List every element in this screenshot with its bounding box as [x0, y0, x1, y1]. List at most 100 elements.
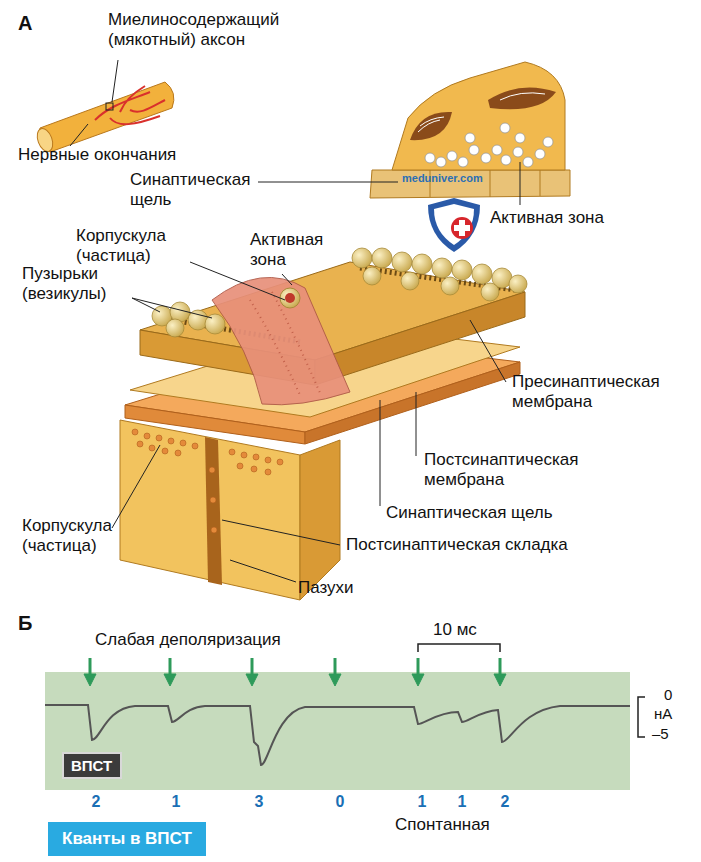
terminal-inset-part [500, 93, 545, 100]
scale-label: 10 мс [433, 620, 477, 640]
axon-figure-part [106, 103, 113, 110]
postsynaptic-block-part [144, 433, 150, 439]
postsynaptic-block-part [253, 454, 259, 460]
scale-label: нА [654, 705, 672, 723]
leader-line-part [222, 520, 340, 545]
synaptic-vesicles-part [472, 264, 492, 284]
leader-line-part [112, 445, 160, 528]
stimulus-arrow [84, 658, 506, 686]
trace-panel [45, 644, 645, 790]
part-label: Синаптическая щель [130, 170, 255, 210]
terminal-inset-part [425, 123, 553, 167]
postsynaptic-block-part [210, 497, 216, 503]
axis-note: Слабая деполяризация [95, 630, 281, 650]
leader-line-part [230, 560, 296, 582]
terminal-inset-part [488, 88, 556, 110]
terminal-inset-part [500, 123, 510, 133]
quanta-count: 1 [458, 793, 467, 812]
synaptic-vesicles-part [481, 283, 499, 301]
terminal-inset-part [523, 157, 533, 167]
stimulus-arrow-part [84, 674, 96, 686]
watermark: meduniver.com [402, 172, 483, 185]
part-label: Постсинаптическая мембрана [424, 450, 604, 490]
postsynaptic-block-part [132, 429, 138, 435]
node-text: Кванты в ВПСТ [62, 829, 192, 849]
stimulus-arrow-part [417, 658, 420, 676]
terminal-inset-part [436, 157, 446, 167]
scale-label: 0 [664, 686, 672, 704]
panel-letter: Б [18, 612, 32, 636]
leader-line-part [520, 162, 521, 205]
leader-line-part [380, 400, 381, 506]
quanta-count: 2 [92, 793, 101, 812]
terminal-inset-part [513, 147, 523, 157]
postsynaptic-block-part [137, 441, 143, 447]
synaptic-vesicles-part [363, 267, 381, 285]
stimulus-arrow-part [499, 658, 502, 676]
postsynaptic-block-part [132, 429, 283, 533]
postsynaptic-block-part [180, 440, 186, 446]
synaptic-vesicles-part [441, 277, 459, 295]
caption-box: Кванты в ВПСТ [48, 822, 206, 856]
terminal-inset-part [392, 62, 565, 170]
axon-figure-part [95, 86, 165, 124]
quanta-count: 2 [501, 793, 510, 812]
leader-line-part [416, 392, 417, 456]
peeled-membrane-part [280, 288, 300, 308]
part-label: Пресинаптическая мембрана [512, 372, 687, 412]
postsynaptic-block-part [265, 469, 271, 475]
logo-shield-part [454, 225, 470, 231]
postsynaptic-block-part [209, 467, 215, 473]
terminal-inset-part [425, 153, 435, 163]
logo-shield-part [434, 204, 474, 245]
terminal-inset-part [370, 170, 570, 198]
stimulus-arrow-part [164, 674, 176, 686]
terminal-inset-part [410, 112, 452, 140]
scale-label: –5 [652, 725, 669, 743]
synaptic-vesicles-part [412, 254, 432, 274]
part-label: Корпускула (частица) [22, 516, 137, 556]
postsynaptic-block-part [192, 443, 198, 449]
quanta-count: 1 [172, 793, 181, 812]
stimulus-arrow-part [251, 658, 254, 676]
postsynaptic-block-part [211, 527, 217, 533]
postsynaptic-block-part [156, 435, 162, 441]
postsynaptic-block-part [120, 420, 300, 600]
part-label: Постсинаптическая складка [346, 535, 568, 555]
terminal-inset-part [492, 145, 502, 155]
synaptic-vesicles-part [452, 260, 472, 280]
stimulus-arrow-part [246, 674, 258, 686]
postsynaptic-block-part [168, 438, 174, 444]
synaptic-vesicles-part [509, 275, 527, 293]
stimulus-arrow-part [169, 658, 172, 676]
postsynaptic-block-part [149, 445, 155, 451]
stimulus-arrow-part [89, 658, 92, 676]
postsynaptic-block-part [265, 457, 271, 463]
stimulus-arrow-part [334, 658, 337, 676]
synaptic-vesicles-part [352, 248, 372, 268]
part-label: Активная зона [250, 230, 350, 270]
synaptic-vesicles-part [432, 258, 452, 278]
leader-line-part [282, 274, 292, 285]
postsynaptic-block [120, 420, 340, 600]
postsynaptic-block-part [205, 437, 222, 585]
terminal-inset-part [501, 155, 511, 165]
peeled-membrane-part [212, 277, 350, 404]
peeled-membrane-part [285, 293, 295, 303]
part-label: Активная зона [490, 208, 604, 228]
leader-line-part [132, 298, 212, 318]
part-label: Пузырьки (везикулы) [22, 264, 137, 304]
postsynaptic-block-part [229, 449, 235, 455]
synaptic-vesicles-part [166, 319, 184, 337]
part-label: Синаптическая щель [386, 503, 553, 523]
leader-line-part [470, 320, 506, 382]
terminal-inset-part [469, 145, 479, 155]
stimulus-arrow-part [329, 674, 341, 686]
logo-shield-part [451, 217, 473, 239]
terminal-inset-part [543, 137, 553, 147]
logo-shield [428, 198, 480, 252]
peeled-membrane [212, 277, 350, 404]
terminal-inset-part [465, 133, 475, 143]
